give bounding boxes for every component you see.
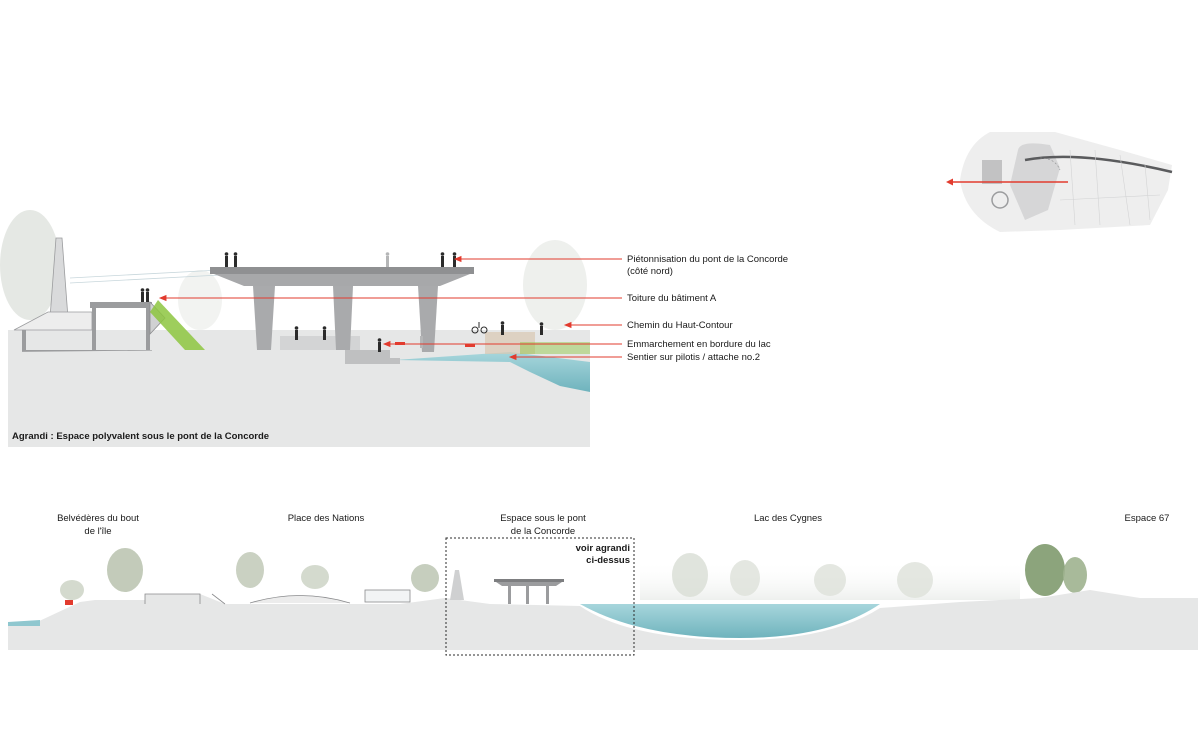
figures-light	[385, 252, 423, 348]
callout-line2: ci-dessus	[586, 555, 630, 566]
zone-label-5: Espace 67	[1125, 513, 1170, 524]
callout-line1: voir agrandi	[576, 543, 630, 554]
belvedere-marker	[65, 600, 73, 605]
annotation-leaders	[158, 255, 622, 361]
zone-label-3-line2: de la Concorde	[511, 526, 575, 537]
overall-bridge	[450, 570, 564, 604]
annotation-3: Chemin du Haut-Contour	[627, 320, 733, 331]
overall-section: Belvédères du bout de l'île Place des Na…	[8, 513, 1198, 656]
zone-label-4: Lac des Cygnes	[754, 513, 822, 524]
left-shore-water	[8, 620, 40, 626]
overall-lake-water	[580, 604, 880, 638]
enlarged-area-frame	[445, 537, 635, 656]
zone-label-1-line2: de l'île	[84, 526, 111, 537]
overall-ground	[8, 590, 1198, 650]
annotation-4: Emmarchement en bordure du lac	[627, 339, 771, 350]
cyclist-icon	[471, 322, 488, 334]
concorde-bridge	[210, 267, 474, 352]
path-deck	[485, 332, 535, 354]
zone-label-3-line1: Espace sous le pont	[500, 513, 586, 524]
place-des-nations-structure	[144, 589, 411, 605]
key-map	[946, 132, 1173, 232]
annotation-labels: Piétonnisation du pont de la Concorde (c…	[627, 254, 788, 363]
annotation-5: Sentier sur pilotis / attache no.2	[627, 352, 760, 363]
ground-profile	[8, 350, 520, 380]
enlarged-section: Piétonnisation du pont de la Concorde (c…	[0, 210, 788, 447]
background-trees	[0, 210, 587, 330]
lakeside-steps	[345, 350, 400, 364]
lake-water-enlarged	[395, 352, 590, 392]
zone-label-2: Place des Nations	[288, 513, 365, 524]
annotation-1-line1: Piétonnisation du pont de la Concorde	[627, 254, 788, 265]
overall-trees	[60, 544, 1087, 600]
annotation-2: Toiture du bâtiment A	[627, 293, 717, 304]
annotation-1-line2: (côté nord)	[627, 266, 673, 277]
lakeside-benches	[395, 342, 475, 347]
people	[140, 252, 544, 352]
enlarged-caption: Agrandi : Espace polyvalent sous le pont…	[12, 431, 269, 442]
zone-label-1-line1: Belvédères du bout	[57, 513, 139, 524]
green-slope	[150, 300, 205, 350]
path-vegetation	[520, 342, 590, 354]
